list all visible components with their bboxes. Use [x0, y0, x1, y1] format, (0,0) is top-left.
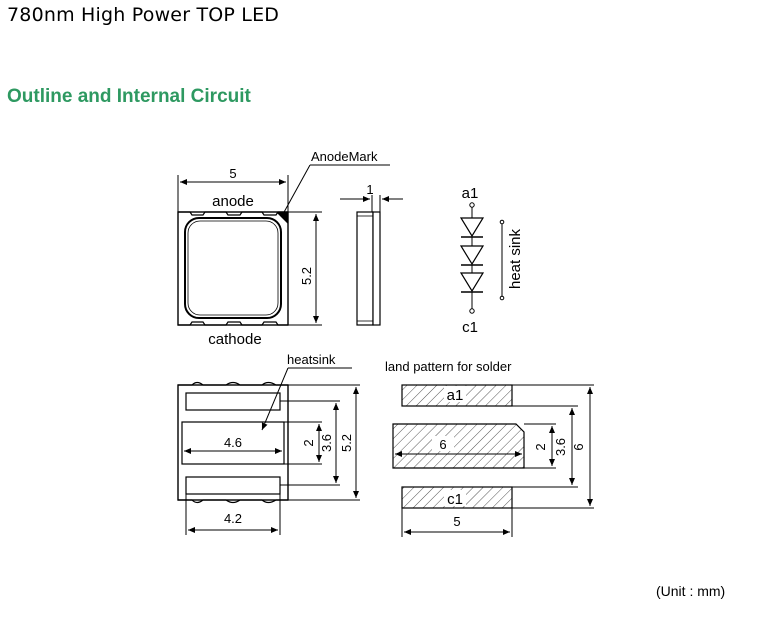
bottom-body-height-dim: 5.2: [339, 434, 354, 452]
heat-sink-label: heat sink: [507, 228, 524, 289]
section-heading: Outline and Internal Circuit: [7, 86, 251, 107]
anode-label: anode: [212, 193, 254, 210]
land-center-height-dim: 2: [533, 443, 548, 450]
bottom-pad-height-dim: 2: [301, 439, 316, 446]
internal-circuit: a1 c1 heat sink: [459, 185, 524, 336]
cathode-label: cathode: [208, 331, 261, 348]
top-view: 5 anode AnodeMark 5.2 cathode: [177, 149, 390, 348]
page-title: 780nm High Power TOP LED: [7, 4, 280, 26]
heatsink-label: heatsink: [287, 352, 336, 367]
side-thickness-dim: 1: [366, 182, 373, 197]
bottom-pitch-width-dim: 4.2: [224, 511, 242, 526]
bottom-pad-width-dim: 4.6: [224, 435, 242, 450]
top-height-dim: 5.2: [299, 267, 314, 285]
land-total-dim: 6: [571, 443, 586, 450]
circuit-c1-label: c1: [462, 319, 478, 336]
circuit-a1-label: a1: [462, 185, 479, 202]
land-center-width-dim: 6: [439, 437, 446, 452]
bottom-view: 4.6 heatsink 2 3.6 5.2 4.2: [177, 352, 360, 535]
land-span-dim: 3.6: [553, 438, 568, 456]
land-width-dim: 5: [453, 514, 460, 529]
land-pattern-title: land pattern for solder: [385, 359, 512, 374]
side-view: 1: [340, 182, 403, 326]
top-width-dim: 5: [229, 166, 236, 181]
anode-mark-label: AnodeMark: [311, 149, 378, 164]
land-c1-label: c1: [447, 491, 463, 508]
bottom-pads-span-dim: 3.6: [319, 434, 334, 452]
land-a1-label: a1: [447, 387, 464, 404]
unit-note: (Unit : mm): [656, 583, 726, 599]
land-pattern: land pattern for solder a1 6 c1 2 3.6 6 …: [385, 359, 594, 537]
